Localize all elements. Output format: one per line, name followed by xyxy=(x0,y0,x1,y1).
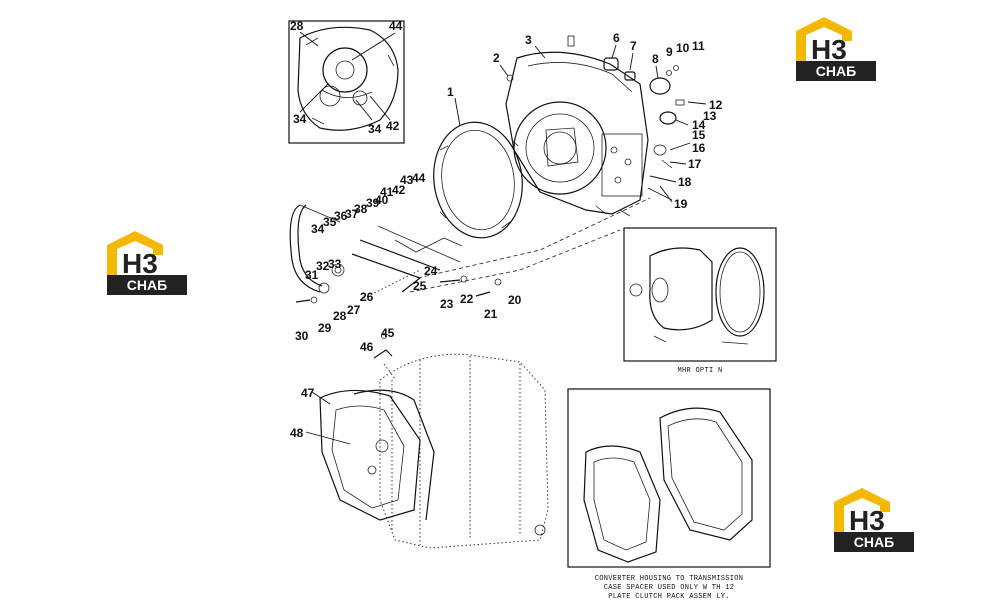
callout-label: 29 xyxy=(318,321,332,335)
leader-lines xyxy=(299,31,707,445)
brand-logo: H3 СНАБ xyxy=(834,488,914,552)
converter-housing xyxy=(505,51,649,217)
brand-logo: H3 СНАБ xyxy=(107,231,187,295)
spacer-caption-line-3: PLATE CLUTCH PACK ASSEM LY. xyxy=(608,593,730,601)
callout-label: 2 xyxy=(493,51,500,65)
callout-label: 18 xyxy=(678,175,692,189)
callout-label: 1 xyxy=(447,85,454,99)
callout-label: 19 xyxy=(674,197,688,211)
callout-label: 44 xyxy=(412,171,426,185)
callout-label: 8 xyxy=(652,52,659,66)
mhr-option-panel: MHR OPTI N xyxy=(623,227,777,375)
brand-logo: H3 СНАБ xyxy=(796,17,876,81)
callout-label: 28 xyxy=(333,309,347,323)
assembly-guide-lines xyxy=(359,197,651,381)
callout-label: 11 xyxy=(692,39,705,53)
spacer-caption-line-1: CONVERTER HOUSING TO TRANSMISSION xyxy=(595,575,744,583)
callout-label: 21 xyxy=(484,307,498,321)
hoses-and-tubes xyxy=(289,204,463,304)
callout-label: 30 xyxy=(295,329,309,343)
callout-label: 3 xyxy=(525,33,532,47)
transmission-case xyxy=(319,333,549,549)
callout-label: 16 xyxy=(692,141,706,155)
inset-flywheel-view xyxy=(288,20,405,144)
callout-label: 35 xyxy=(323,215,337,229)
callout-label: 7 xyxy=(630,39,637,53)
spacer-caption-line-2: CASE SPACER USED ONLY W TH 12 xyxy=(604,584,735,592)
callout-label: 36 xyxy=(334,209,348,223)
callout-label: 42 xyxy=(392,183,406,197)
callout-label: 23 xyxy=(440,297,454,311)
logo-word: СНАБ xyxy=(816,63,856,79)
callout-label: 43 xyxy=(400,173,414,187)
callout-label: 13 xyxy=(703,109,717,123)
callout-label: 40 xyxy=(375,193,389,207)
callout-label: 20 xyxy=(508,293,522,307)
callout-label: 22 xyxy=(460,292,474,306)
callout-label: 46 xyxy=(360,340,374,354)
logo-word: СНАБ xyxy=(854,534,894,550)
callout-label: 44 xyxy=(389,19,403,33)
callout-label: 12 xyxy=(709,98,723,112)
spacer-panel: CONVERTER HOUSING TO TRANSMISSION CASE S… xyxy=(567,388,771,601)
callout-label: 15 xyxy=(692,128,706,142)
gasket-ring xyxy=(433,121,523,239)
callout-label: 45 xyxy=(381,326,395,340)
callout-label: 9 xyxy=(666,45,673,59)
callout-label: 26 xyxy=(360,290,374,304)
callout-label: 28 xyxy=(290,19,304,33)
callout-label: 41 xyxy=(380,185,394,199)
callout-label: 25 xyxy=(413,279,427,293)
callout-label: 34 xyxy=(368,122,382,136)
callout-labels: 1 2 3 6 7 8 9 10 11 12 13 14 15 16 17 18… xyxy=(290,31,723,440)
callout-label: 34 xyxy=(311,222,325,236)
callout-label: 6 xyxy=(613,31,620,45)
inset-callout-labels: 28 44 34 34 42 xyxy=(290,19,403,136)
logo-letters: H3 xyxy=(811,34,847,65)
callout-label: 48 xyxy=(290,426,304,440)
callout-label: 27 xyxy=(347,303,361,317)
logo-letters: H3 xyxy=(122,248,158,279)
callout-label: 39 xyxy=(366,196,380,210)
callout-label: 31 xyxy=(305,268,319,282)
callout-label: 32 xyxy=(316,259,330,273)
callout-label: 10 xyxy=(676,41,690,55)
mhr-option-caption: MHR OPTI N xyxy=(677,367,722,375)
callout-label: 17 xyxy=(688,157,702,171)
bolts-middle xyxy=(439,275,502,297)
callout-label: 14 xyxy=(692,118,706,132)
callout-label: 24 xyxy=(424,264,438,278)
small-parts-upper-right xyxy=(506,35,685,169)
logo-letters: H3 xyxy=(849,505,885,536)
callout-label: 33 xyxy=(328,257,342,271)
logo-word: СНАБ xyxy=(127,277,167,293)
callout-label: 47 xyxy=(301,386,315,400)
callout-label: 42 xyxy=(386,119,400,133)
callout-label: 34 xyxy=(293,112,307,126)
callout-label: 38 xyxy=(354,202,368,216)
callout-label: 37 xyxy=(345,207,359,221)
